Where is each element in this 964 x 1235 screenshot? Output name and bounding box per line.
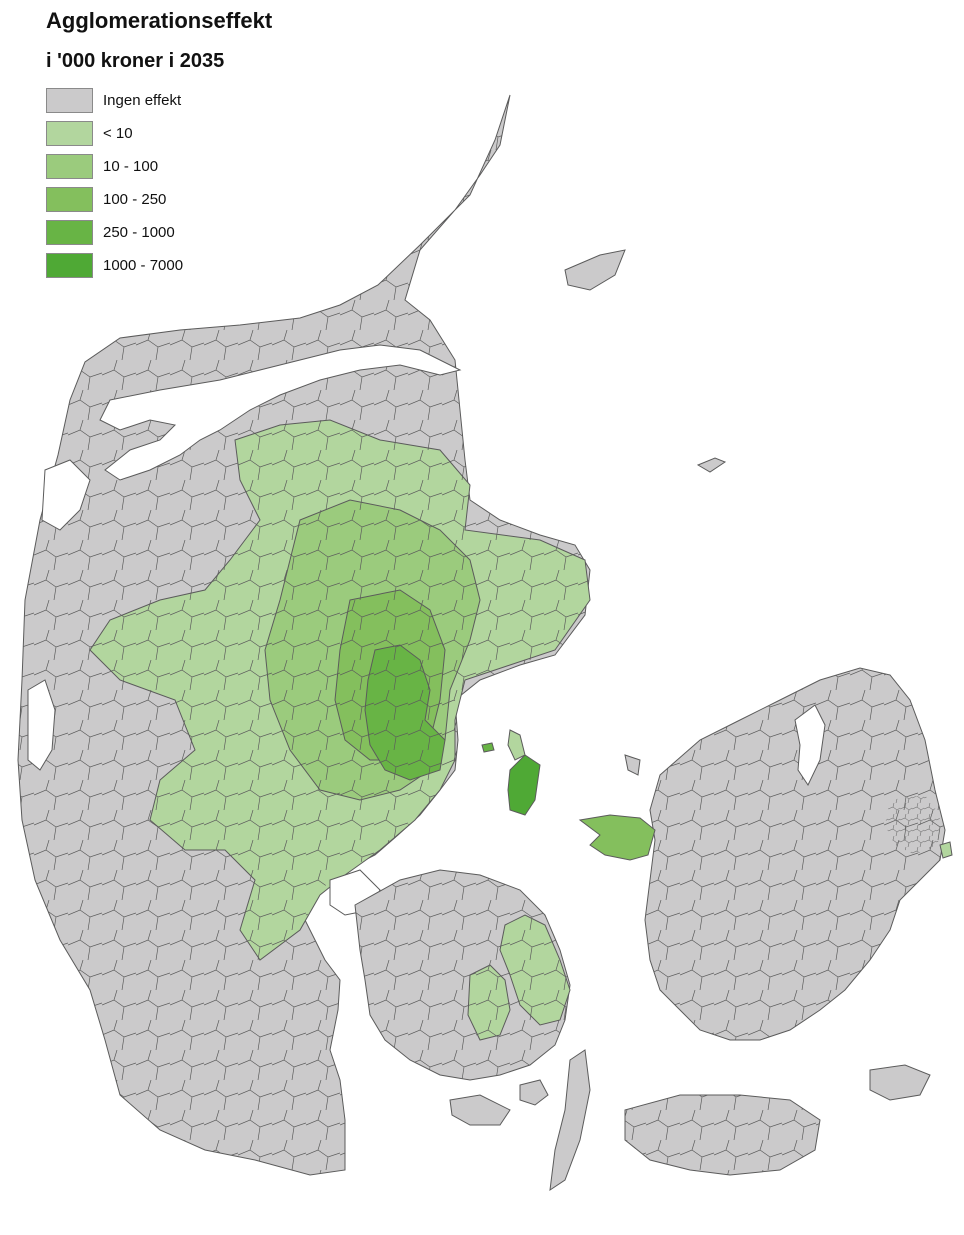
legend-item-10-100: 10 - 100 [46,150,183,183]
legend-item-1000-7000: 1000 - 7000 [46,249,183,282]
legend-label: < 10 [103,125,133,142]
legend-swatch [46,88,93,113]
aero-island [449,1094,511,1126]
tuno-islet [481,742,495,753]
map-subtitle: i '000 kroner i 2035 [46,50,225,72]
legend-swatch [46,154,93,179]
zealand-region [578,667,953,1041]
legend-item-100-250: 100 - 250 [46,183,183,216]
legend-label: 100 - 250 [103,191,167,208]
amager-green [939,841,953,859]
map-title: Agglomerationseffekt [46,8,273,33]
taasinge-island [519,1079,549,1106]
legend-label: 250 - 1000 [103,224,175,241]
legend-item-250-1000: 250 - 1000 [46,216,183,249]
legend-swatch [46,253,93,278]
legend-item-none: Ingen effekt [46,84,183,117]
lolland-grid-overlay [625,1095,820,1175]
isefjord-water [794,704,826,787]
copenhagen-dense-grid [885,795,940,855]
funen-region [354,869,591,1192]
samso-island [507,754,541,816]
legend-label: 1000 - 7000 [103,257,184,274]
legend-swatch [46,220,93,245]
jutland-region [17,94,591,1176]
samso-north-islet [507,729,526,761]
kattegat-islet [624,754,641,776]
sjaellands-odde-green [578,814,656,861]
legend: Ingen effekt < 10 10 - 100 100 - 250 250… [46,84,183,282]
anholt-island [696,457,727,473]
legend-label: Ingen effekt [103,92,182,109]
langeland-island [549,1049,591,1192]
mon-island [869,1064,931,1101]
laeso-island [564,249,626,291]
funen-grid-overlay [355,870,570,1080]
legend-item-lt10: < 10 [46,117,183,150]
legend-label: 10 - 100 [103,158,159,175]
ringkobing-fjord-water [27,679,56,771]
legend-swatch [46,187,93,212]
zealand-grid-overlay [645,668,945,1040]
legend-swatch [46,121,93,146]
limfjord-water [99,344,462,481]
limfjord-west-water [41,459,91,531]
